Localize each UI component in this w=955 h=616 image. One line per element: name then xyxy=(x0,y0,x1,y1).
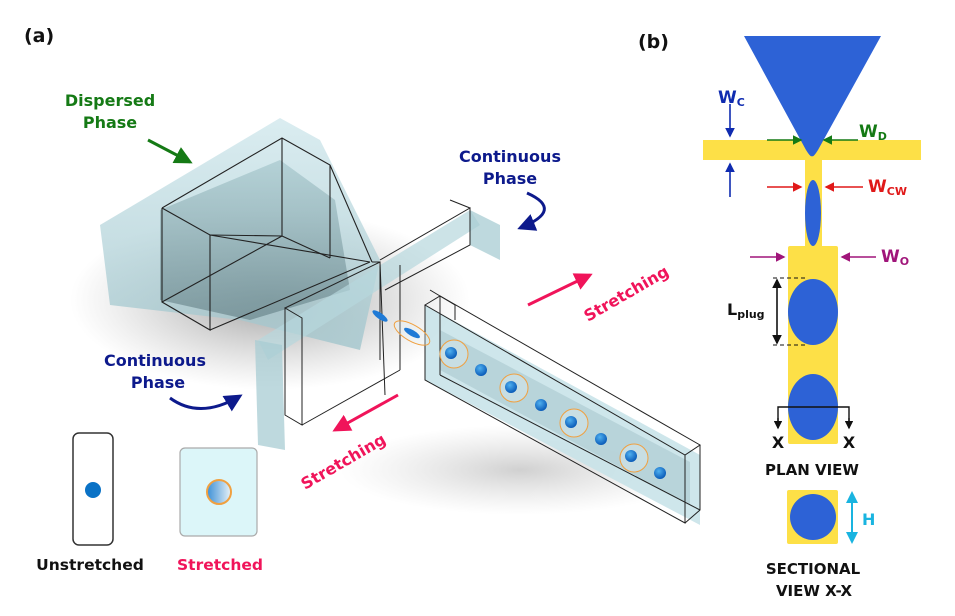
sectional-view-label-line2: VIEW X-X xyxy=(776,582,853,600)
stretching-right-label: Stretching xyxy=(581,262,673,326)
panel-a: (a) xyxy=(24,25,701,574)
section-cut-line xyxy=(777,406,850,425)
stretching-left-arrow xyxy=(332,393,399,432)
continuous-phase-left-line2: Phase xyxy=(131,373,185,392)
plug-droplet-1 xyxy=(788,279,838,345)
elongated-droplet xyxy=(805,180,821,246)
plan-view-label: PLAN VIEW xyxy=(765,461,859,479)
droplet-forming xyxy=(372,310,388,322)
panel-b: (b) WC WD WCW WO Lplu xyxy=(638,31,921,600)
legend-stretched-label: Stretched xyxy=(177,556,263,574)
droplet xyxy=(445,347,457,359)
droplet xyxy=(565,416,577,428)
panel-b-label: (b) xyxy=(638,31,669,53)
legend: Unstretched Stretched xyxy=(36,432,263,574)
continuous-phase-top-line1: Continuous xyxy=(459,147,561,166)
continuous-phase-top-arrow xyxy=(517,191,546,231)
legend-unstretched-label: Unstretched xyxy=(36,556,144,574)
continuous-phase-left-line1: Continuous xyxy=(104,351,206,370)
sectional-droplet xyxy=(790,494,836,540)
dispersed-inlet-block xyxy=(100,118,380,350)
legend-unstretched-droplet xyxy=(85,482,101,498)
panel-a-label: (a) xyxy=(24,25,54,47)
droplet xyxy=(625,450,637,462)
wcw-label: WCW xyxy=(868,177,907,198)
dispersed-phase-label-line2: Phase xyxy=(83,113,137,132)
dispersed-phase-arrow xyxy=(147,138,193,164)
wo-label: WO xyxy=(881,247,909,268)
continuous-phase-top-line2: Phase xyxy=(483,169,537,188)
legend-stretched-droplet xyxy=(206,479,232,505)
lplug-label: Lplug xyxy=(727,300,765,321)
droplet xyxy=(505,381,517,393)
stretching-right-arrow xyxy=(527,273,593,307)
droplet xyxy=(475,364,487,376)
continuous-phase-left-arrow xyxy=(169,394,243,412)
dispersed-phase-label-line1: Dispersed xyxy=(65,91,155,110)
droplet-train xyxy=(372,310,666,479)
wd-label: WD xyxy=(859,122,887,143)
section-marker-left: X xyxy=(772,433,785,452)
section-marker-right: X xyxy=(843,433,856,452)
sectional-view-label-line1: SECTIONAL xyxy=(766,560,861,578)
droplet xyxy=(595,433,607,445)
h-label: H xyxy=(862,510,875,529)
dispersed-inlet-triangle xyxy=(744,36,881,157)
continuous-inlet-plates xyxy=(255,199,500,450)
droplet xyxy=(654,467,666,479)
wc-label: WC xyxy=(718,88,745,109)
droplet xyxy=(535,399,547,411)
stretched-droplet-core xyxy=(404,327,420,339)
